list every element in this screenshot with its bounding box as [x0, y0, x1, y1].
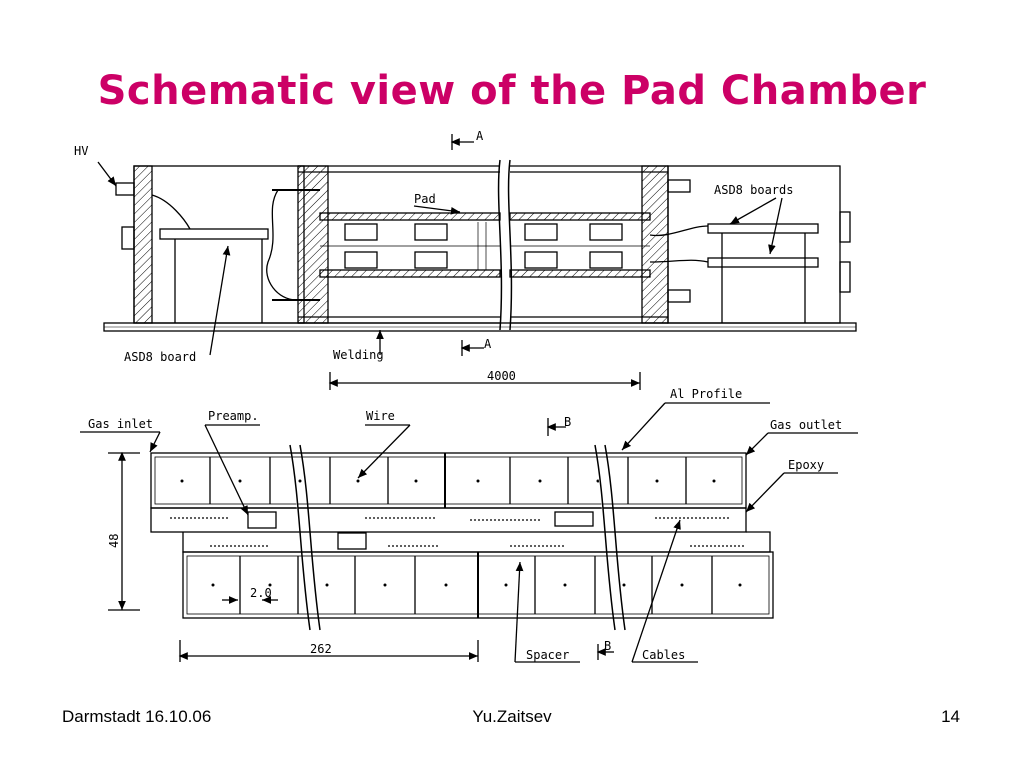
asd8-boards-label: ASD8 boards: [714, 183, 793, 197]
footer-page-number: 14: [941, 707, 960, 726]
length-4000-label: 4000: [487, 369, 516, 383]
asd8-board-left: [159, 228, 269, 240]
epoxy-label: Epoxy: [788, 458, 824, 472]
section-b-bottom-label: B: [604, 639, 611, 653]
pad-plane-upper: [319, 212, 501, 221]
pad-chamber-schematic: HV A Pad ASD8 boards ASD8 board Welding …: [74, 129, 858, 663]
right-end-block: [641, 165, 669, 324]
left-wall-hatch: [133, 165, 153, 324]
slide-title: Schematic view of the Pad Chamber: [97, 68, 927, 114]
top-view: [97, 134, 857, 390]
al-profile-label: Al Profile: [670, 387, 742, 401]
height-48-label: 48: [107, 534, 121, 548]
gas-outlet-label: Gas outlet: [770, 418, 842, 432]
section-a-top-label: A: [476, 129, 484, 143]
section-a-bottom-label: A: [484, 337, 492, 351]
asd8-board-lower: [707, 257, 819, 268]
footer-event-date: Darmstadt 16.10.06: [62, 707, 212, 726]
welding-label: Welding: [333, 348, 384, 362]
section-b-top-label: B: [564, 415, 571, 429]
cables-label: Cables: [642, 648, 685, 662]
hv-label: HV: [74, 144, 88, 158]
right-box: [667, 165, 841, 324]
cross-section: [80, 402, 858, 663]
footer-author: Yu.Zaitsev: [472, 707, 552, 726]
wire-label: Wire: [366, 409, 395, 423]
electronics-band: [150, 507, 747, 533]
pad-plane-lower: [319, 269, 501, 278]
width-262-label: 262: [310, 642, 332, 656]
pad-label: Pad: [414, 192, 436, 206]
gap-2-label: 2.0: [250, 586, 272, 600]
asd8-board-upper: [707, 223, 819, 234]
gas-inlet-label: Gas inlet: [88, 417, 153, 431]
spacer-label: Spacer: [526, 648, 569, 662]
asd8-board-label: ASD8 board: [124, 350, 196, 364]
preamp-label: Preamp.: [208, 409, 259, 423]
